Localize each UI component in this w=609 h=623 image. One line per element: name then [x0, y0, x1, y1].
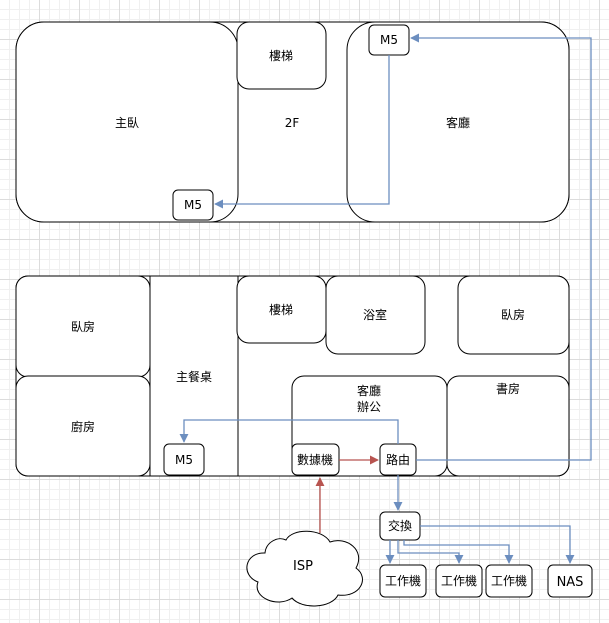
switch-label: 交換: [388, 518, 412, 533]
room-dining-label: 主餐桌: [176, 369, 212, 384]
modem-label: 數據機: [297, 452, 333, 467]
room-study-label: 書房: [496, 381, 520, 396]
link-switch-nas: [420, 525, 575, 564]
floor-2-label: 2F: [285, 116, 300, 130]
floor-2: 主臥 樓梯 2F 客廳 M5 M5: [15, 21, 570, 223]
floor-1: 臥房 廚房 主餐桌 樓梯 浴室 臥房 客廳 辦公 書房 M5 數據機 路由: [15, 275, 570, 477]
room-dining[interactable]: [149, 275, 239, 477]
network-section: ISP 交換 工作機 工作機 工作機 NAS: [246, 511, 593, 607]
room-living-2f-label: 客廳: [446, 115, 470, 130]
room-bedroom-right[interactable]: [457, 275, 570, 355]
router-label: 路由: [386, 452, 410, 467]
link-m5-m5-2f: [214, 55, 390, 209]
m5-dining-1f[interactable]: [163, 443, 205, 476]
room-master-bedroom[interactable]: [15, 21, 239, 223]
room-stairs-2f-label: 樓梯: [269, 48, 293, 63]
m5-living-2f-label: M5: [380, 33, 398, 47]
link-router-m5-2f: [410, 33, 592, 461]
workstation-1-label: 工作機: [385, 573, 421, 588]
room-living-2f[interactable]: [346, 21, 570, 223]
m5-master-2f[interactable]: [172, 189, 214, 221]
nas-label: NAS: [557, 575, 584, 590]
room-living-office-label-1: 客廳: [357, 383, 381, 398]
isp-label: ISP: [293, 559, 313, 574]
workstation-1[interactable]: [379, 564, 427, 598]
isp-cloud[interactable]: [246, 530, 363, 607]
workstation-3[interactable]: [485, 564, 533, 598]
workstation-2-label: 工作機: [441, 573, 477, 588]
room-bedroom-left-label: 臥房: [71, 319, 95, 334]
connectors: [179, 33, 592, 564]
workstation-2[interactable]: [435, 564, 483, 598]
nas-box[interactable]: [547, 564, 593, 598]
link-router-m5-1f: [179, 419, 399, 444]
room-living-office-label-2: 辦公: [357, 400, 381, 414]
room-stairs-1f-label: 樓梯: [269, 302, 293, 317]
m5-dining-1f-label: M5: [175, 453, 193, 467]
link-switch-ws2: [397, 540, 464, 564]
room-master-bedroom-label: 主臥: [115, 116, 139, 130]
workstation-3-label: 工作機: [491, 573, 527, 588]
room-bathroom-label: 浴室: [363, 307, 387, 322]
link-switch-ws3: [403, 540, 514, 564]
room-bathroom[interactable]: [325, 275, 426, 355]
room-stairs-2f[interactable]: [236, 21, 327, 90]
room-study[interactable]: [446, 375, 570, 477]
room-kitchen-label: 廚房: [71, 419, 95, 434]
room-bedroom-right-label: 臥房: [501, 307, 525, 322]
m5-master-2f-label: M5: [184, 198, 202, 212]
